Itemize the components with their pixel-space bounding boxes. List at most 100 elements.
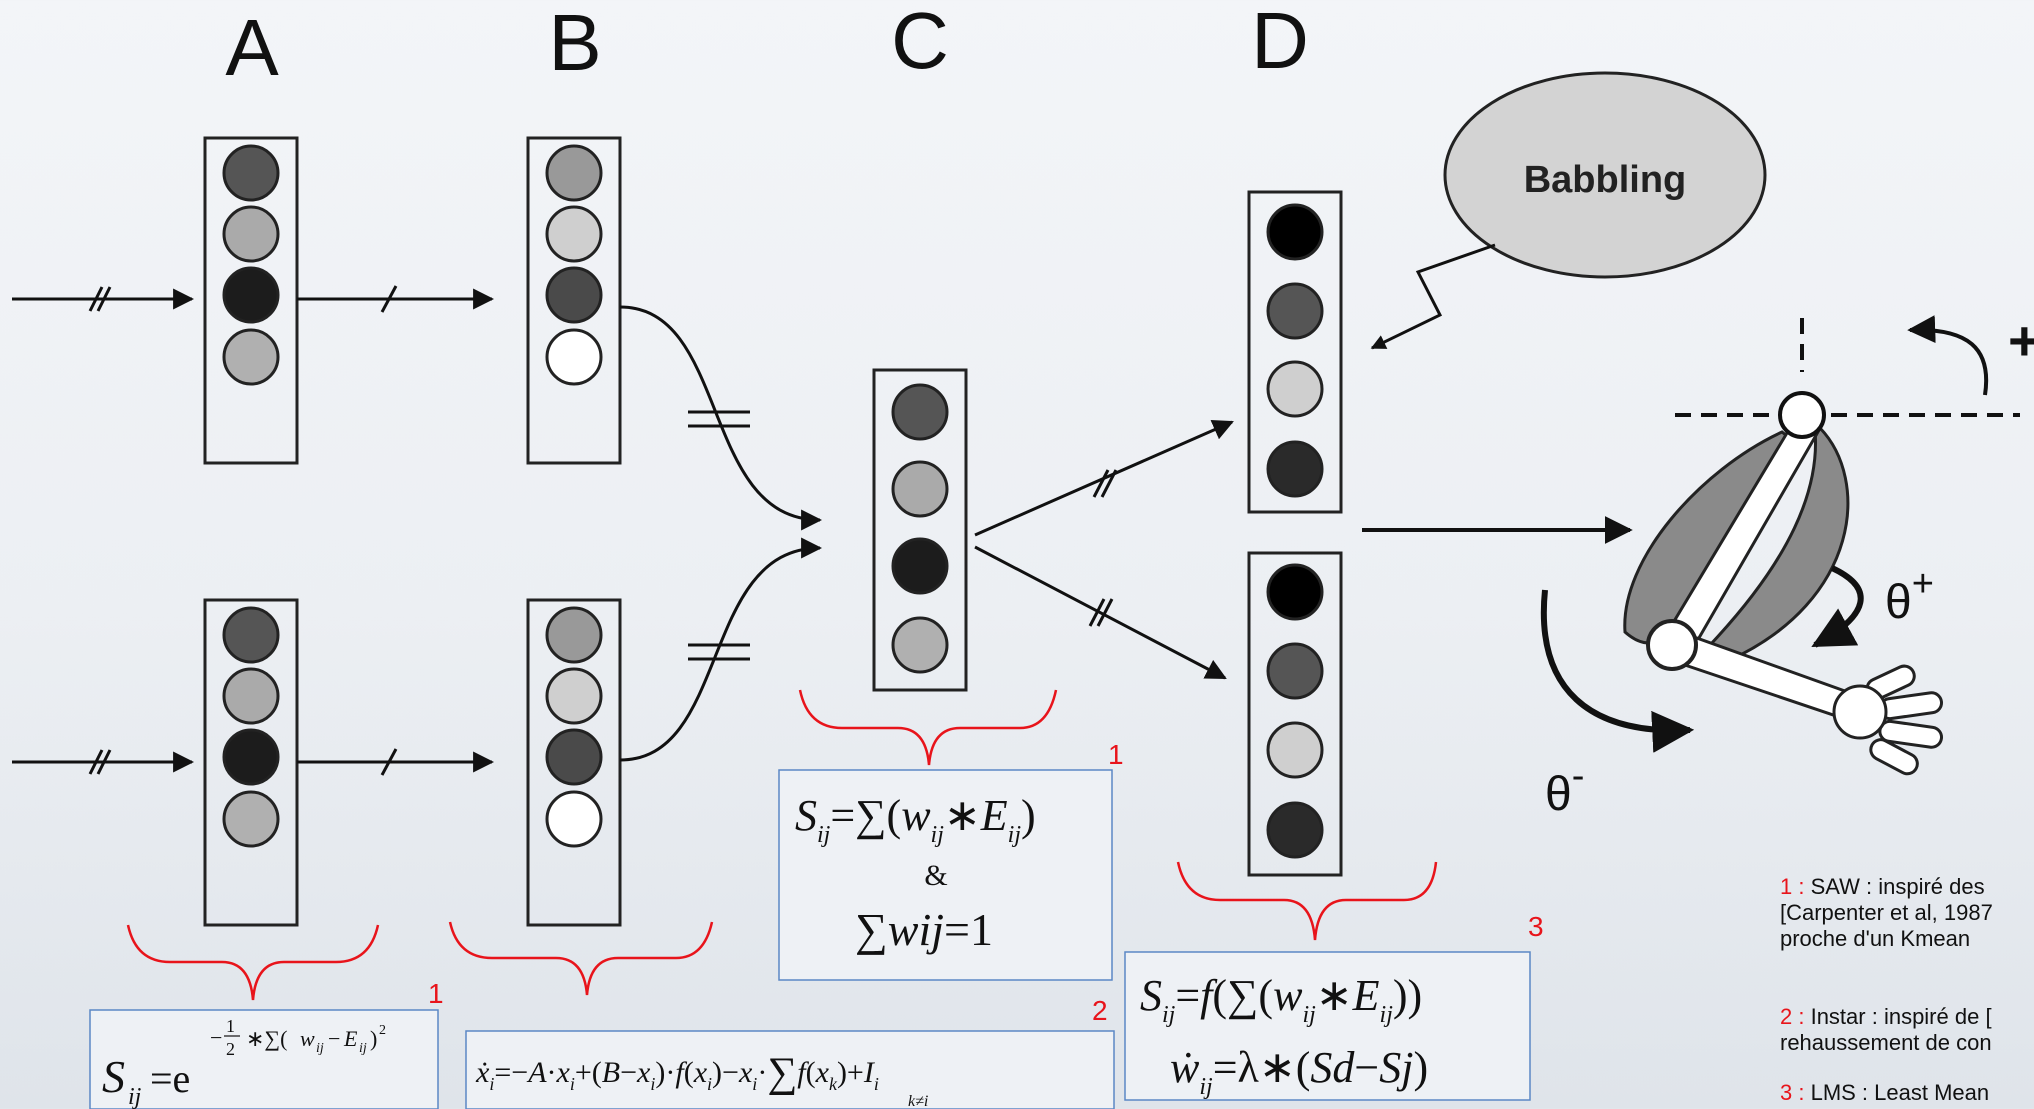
svg-text:2: 2: [226, 1039, 235, 1059]
svg-text:): ): [370, 1026, 377, 1051]
svg-text:2: 2: [379, 1023, 386, 1038]
c-to-d-arrows: [974, 419, 1234, 680]
eq-ref-c: 1: [1108, 739, 1124, 770]
neuron-d-1-2: [1266, 282, 1324, 340]
theta-minus-arrow: [1540, 589, 1695, 753]
b-to-c-connections: [619, 305, 823, 762]
neuron-d-1-1: [1266, 203, 1324, 261]
svg-text:E: E: [343, 1026, 358, 1051]
neuron-b-1-3: [545, 266, 603, 324]
neuron-b-2-3: [545, 728, 603, 786]
eq-ref-a: 1: [428, 978, 444, 1009]
brace-d: [1176, 861, 1438, 941]
svg-text:Sij=∑(wij∗Eij): Sij=∑(wij∗Eij): [795, 791, 1036, 848]
footnote-3-text: LMS : Least Mean: [1804, 1080, 1990, 1105]
svg-text:1: 1: [226, 1016, 235, 1036]
footnote-1: 1 : SAW : inspiré des [Carpenter et al, …: [1780, 874, 2034, 952]
neuron-b-1-1: [545, 144, 603, 202]
layer-box-d-top: [1247, 190, 1343, 514]
neuron-b-1-2: [545, 205, 603, 263]
neuron-b-2-4: [545, 790, 603, 848]
svg-text:∑wij=1: ∑wij=1: [855, 904, 993, 955]
equation-a: S ij =e − 1 2 ∗∑( w ij − E ij ) 2 1: [102, 978, 444, 1109]
equation-b: ẋi=−A·xi+(B−xi)·f(xi)−xi·∑f(xk)+Ii k≠i 2: [475, 995, 1108, 1109]
neuron-b-2-2: [545, 667, 603, 725]
eq-box-c: [778, 769, 1113, 981]
eq-box-b: [465, 1030, 1115, 1109]
svg-text:ij: ij: [128, 1084, 142, 1109]
theta-minus-label: θ-: [1545, 755, 1584, 821]
neuron-b-2-1: [545, 606, 603, 664]
svg-text:ẇij=λ∗(Sd−Sj): ẇij=λ∗(Sd−Sj): [1170, 1043, 1428, 1100]
layer-box-c: [872, 368, 968, 692]
eq-c-and: &: [924, 859, 947, 892]
column-label-b: B: [548, 0, 601, 87]
brace-c: [798, 689, 1058, 766]
neuron-d-2-4: [1266, 801, 1324, 859]
equation-d: Sij=f(∑(wij∗Eij)) ẇij=λ∗(Sd−Sj) 3: [1140, 911, 1544, 1100]
equation-boxes: [89, 769, 1531, 1109]
svg-text:ij: ij: [359, 1041, 367, 1056]
arm-diagram: + θ+ θ-: [1540, 309, 2034, 821]
neuron-a-2-2: [222, 667, 280, 725]
neuron-d-2-1: [1266, 563, 1324, 621]
theta-plus-label: θ+: [1885, 563, 1934, 629]
neuron-c-1-3: [891, 537, 949, 595]
theta-plus-arrow: [1811, 565, 1864, 648]
neuron-d-2-3: [1266, 721, 1324, 779]
a-to-b-arrows: [297, 285, 495, 776]
footnote-2-text: Instar : inspiré de [ rehaussement de co…: [1780, 1004, 1992, 1055]
footnote-2: 2 : Instar : inspiré de [ rehaussement d…: [1780, 1004, 2034, 1056]
neuron-a-1-3: [222, 266, 280, 324]
brace-a: [126, 924, 380, 1001]
svg-text:ẋi=−A·xi+(B−xi)·f(xi)−xi·∑f(xk: ẋi=−A·xi+(B−xi)·f(xi)−xi·∑f(xk)+Ii: [475, 1050, 879, 1096]
shoulder-joint: [1778, 391, 1826, 439]
eq-ref-b: 2: [1092, 995, 1108, 1026]
neuron-a-1-4: [222, 328, 280, 386]
rotation-plus-arrow: [1907, 315, 1989, 396]
neuron-c-1-1: [891, 383, 949, 441]
column-label-d: D: [1251, 0, 1309, 85]
svg-text:S: S: [102, 1051, 125, 1102]
equation-c: Sij=∑(wij∗Eij) & ∑wij=1 1: [795, 739, 1124, 955]
neuron-b-1-4: [545, 328, 603, 386]
footnote-3-number: 3 :: [1780, 1080, 1805, 1105]
babbling-bubble: Babbling: [1370, 71, 1767, 350]
column-label-a: A: [225, 3, 279, 92]
svg-text:Sij=f(∑(wij∗Eij)): Sij=f(∑(wij∗Eij)): [1140, 971, 1422, 1028]
neuron-d-1-4: [1266, 440, 1324, 498]
babbling-label: Babbling: [1524, 159, 1687, 201]
footnote-2-number: 2 :: [1780, 1004, 1805, 1029]
neuron-d-1-3: [1266, 360, 1324, 418]
braces: [126, 689, 1438, 1001]
neuron-a-2-4: [222, 790, 280, 848]
neuron-a-2-1: [222, 606, 280, 664]
input-arrows: [12, 286, 195, 775]
neurons: [222, 144, 1324, 859]
neuron-a-1-2: [222, 205, 280, 263]
neuron-a-1-1: [222, 144, 280, 202]
neuron-c-1-2: [891, 460, 949, 518]
footnote-3: 3 : LMS : Least Mean: [1780, 1080, 2034, 1106]
svg-text:∗∑(: ∗∑(: [246, 1026, 287, 1051]
svg-text:w: w: [300, 1026, 315, 1051]
footnote-1-number: 1 :: [1780, 874, 1805, 899]
eq-ref-d: 3: [1528, 911, 1544, 942]
neuron-c-1-4: [891, 616, 949, 674]
eq-box-a: [89, 1009, 439, 1109]
column-label-c: C: [891, 0, 949, 85]
layer-box-b-top: [526, 136, 622, 465]
layer-box-b-bottom: [526, 598, 622, 927]
hand-icon: [1832, 664, 1943, 776]
svg-text:ij: ij: [316, 1041, 324, 1056]
eq-box-d: [1124, 951, 1531, 1101]
babbling-zigzag: [1370, 243, 1496, 350]
footnote-1-text: SAW : inspiré des [Carpenter et al, 1987…: [1780, 874, 1993, 951]
svg-text:=e: =e: [150, 1056, 190, 1101]
neuron-a-2-3: [222, 728, 280, 786]
elbow-joint: [1646, 619, 1698, 671]
neuron-layers: [203, 136, 1343, 927]
svg-text:k≠i: k≠i: [908, 1093, 928, 1109]
svg-text:−: −: [210, 1025, 222, 1050]
